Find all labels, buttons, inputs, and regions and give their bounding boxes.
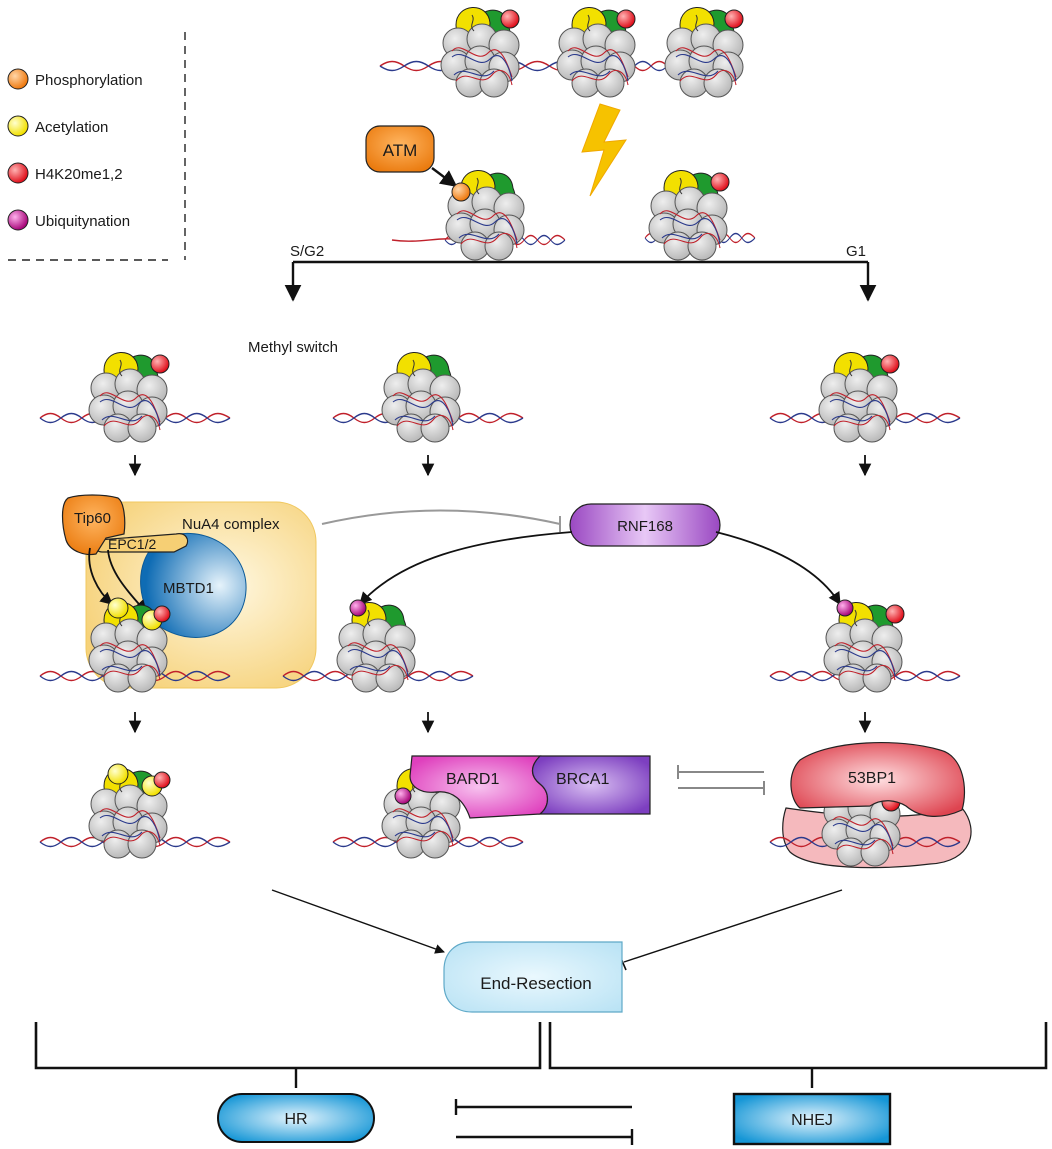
tip60-label: Tip60 [74, 510, 111, 527]
rnf168: RNF168 [359, 503, 841, 606]
nucleosome [88, 351, 170, 443]
mutual-inhibition [677, 765, 765, 795]
down-arrows [128, 455, 872, 477]
hr-nhej-inhibition [454, 1099, 634, 1145]
chromatin-row-4 [39, 597, 961, 693]
53bp1-complex: 53BP1 [769, 741, 972, 869]
nucleosome [664, 6, 744, 98]
nucleosome [440, 6, 520, 98]
nucleosome [648, 169, 730, 261]
bard1-label: BARD1 [446, 771, 499, 788]
nucleosome [88, 597, 171, 693]
orange-dot-icon [7, 68, 29, 90]
hr-label: HR [284, 1111, 307, 1128]
legend-label: H4K20me1,2 [35, 166, 123, 183]
epc-label: EPC1/2 [108, 536, 156, 552]
end-resection-label: End-Resection [480, 974, 592, 993]
nucleosome [381, 351, 461, 443]
nucleosome [823, 599, 905, 693]
red-dot-icon [7, 162, 29, 184]
mbtd1-label: MBTD1 [163, 580, 214, 597]
nua4-label: NuA4 complex [182, 516, 280, 533]
nucleosome [445, 169, 525, 261]
legend: Phosphorylation Acetylation H4K20me1,2 U… [7, 32, 186, 261]
cell-cycle-split: S/G2 G1 [284, 243, 877, 302]
sg2-label: S/G2 [290, 243, 324, 260]
53bp1-label: 53BP1 [848, 770, 896, 787]
nucleosome [381, 767, 461, 859]
end-resection: End-Resection [443, 941, 623, 1013]
legend-label: Phosphorylation [35, 72, 143, 89]
magenta-dot-icon [7, 209, 29, 231]
nhej-label: NHEJ [791, 1112, 833, 1129]
atm-kinase: ATM [365, 125, 458, 188]
hr-pathway: HR [217, 1093, 375, 1143]
bard1-brca1-complex: BARD1 BRCA1 [332, 755, 651, 859]
inhibition-line [321, 509, 561, 532]
legend-label: Acetylation [35, 119, 108, 136]
legend-label: Ubiquitynation [35, 213, 130, 230]
nucleosome [88, 763, 171, 859]
chromatin-row-5-left [39, 763, 231, 859]
chromatin-row-3 [39, 351, 961, 443]
atm-label: ATM [383, 141, 418, 160]
yellow-dot-icon [7, 115, 29, 137]
nhej-pathway: NHEJ [732, 1092, 892, 1146]
nucleosome [556, 6, 636, 98]
brca1-label: BRCA1 [556, 771, 609, 788]
lightning-bolt-icon [581, 103, 627, 197]
outcome-bracket [34, 1022, 1048, 1088]
rnf168-label: RNF168 [617, 518, 673, 535]
down-arrows [128, 712, 872, 734]
nucleosome [336, 599, 416, 693]
g1-label: G1 [846, 243, 866, 260]
top-chromatin-row [379, 6, 744, 98]
damaged-chromatin-row [391, 169, 756, 261]
nucleosome [818, 351, 900, 443]
methyl-switch-label: Methyl switch [248, 339, 338, 356]
